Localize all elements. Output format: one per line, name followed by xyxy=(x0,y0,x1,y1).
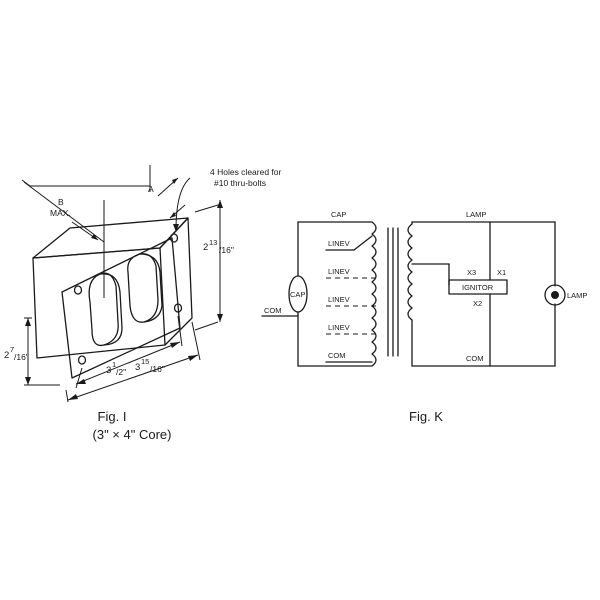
dim-mount-den: /2" xyxy=(116,367,126,377)
dim-height-den: /16" xyxy=(219,245,234,255)
ignitor-label: IGNITOR xyxy=(462,283,494,292)
x3-label: X3 xyxy=(467,268,476,277)
holes-note-line1: 4 Holes cleared for xyxy=(210,167,282,177)
dim-mount-num: 1 xyxy=(112,360,116,369)
cap-top-label: CAP xyxy=(331,210,346,219)
holes-note-line2: #10 thru-bolts xyxy=(214,178,266,188)
mount-hole-3 xyxy=(77,355,87,365)
com-left-label: COM xyxy=(264,306,282,315)
dim-b-max-label: MAX. xyxy=(50,208,71,218)
cap-circle-label: CAP xyxy=(290,290,305,299)
capacitor-symbol xyxy=(288,275,308,313)
lamp-top-label: LAMP xyxy=(466,210,486,219)
dim-depth-whole: 2 xyxy=(4,350,9,361)
fig-i-subcaption: (3" × 4" Core) xyxy=(93,427,172,442)
dim-a-label: A xyxy=(148,184,154,194)
fig-i-caption: Fig. I xyxy=(98,409,127,424)
coil-left xyxy=(88,272,119,347)
ballast-side-face xyxy=(159,217,193,346)
ignitor-box xyxy=(448,279,508,295)
dim-depth-den: /16" xyxy=(14,352,29,362)
tap-label-2: LINEV xyxy=(328,267,350,276)
tap-label-4: LINEV xyxy=(328,323,350,332)
x2-label: X2 xyxy=(473,299,482,308)
secondary-winding xyxy=(407,223,413,321)
lamp-symbol xyxy=(544,284,566,306)
dim-depth-num: 7 xyxy=(10,345,14,354)
mount-hole-2 xyxy=(169,233,179,243)
coil-right xyxy=(127,253,159,323)
primary-winding xyxy=(371,221,377,367)
dim-length-num: 15 xyxy=(141,357,149,366)
x1-label: X1 xyxy=(497,268,506,277)
ballast-front-face xyxy=(32,247,166,359)
fig-i-ballast-drawing: B MAX. A 4 Holes cleared for #10 thru-bo… xyxy=(4,165,282,442)
dim-b-label: B xyxy=(58,197,64,207)
com-coil-label: COM xyxy=(328,351,346,360)
mount-hole-4 xyxy=(173,303,183,313)
dim-length-whole: 3 xyxy=(135,362,140,373)
mount-hole-1 xyxy=(73,285,83,295)
tap-label-1: LINEV xyxy=(328,239,350,248)
dim-length-den: /16" xyxy=(150,364,165,374)
fig-k-caption: Fig. K xyxy=(409,409,443,424)
com-bottom-label: COM xyxy=(466,354,484,363)
dim-mount-whole: 3 xyxy=(106,365,111,376)
dim-height-whole: 2 xyxy=(203,242,208,253)
tap-label-3: LINEV xyxy=(328,295,350,304)
lamp-filament xyxy=(551,291,559,299)
fig-k-wiring-schematic: CAP CAP COM LINEV LINEV LINEV LINEV COM … xyxy=(261,210,587,424)
dim-height-num: 13 xyxy=(209,238,217,247)
lamp-right-label: LAMP xyxy=(567,291,587,300)
